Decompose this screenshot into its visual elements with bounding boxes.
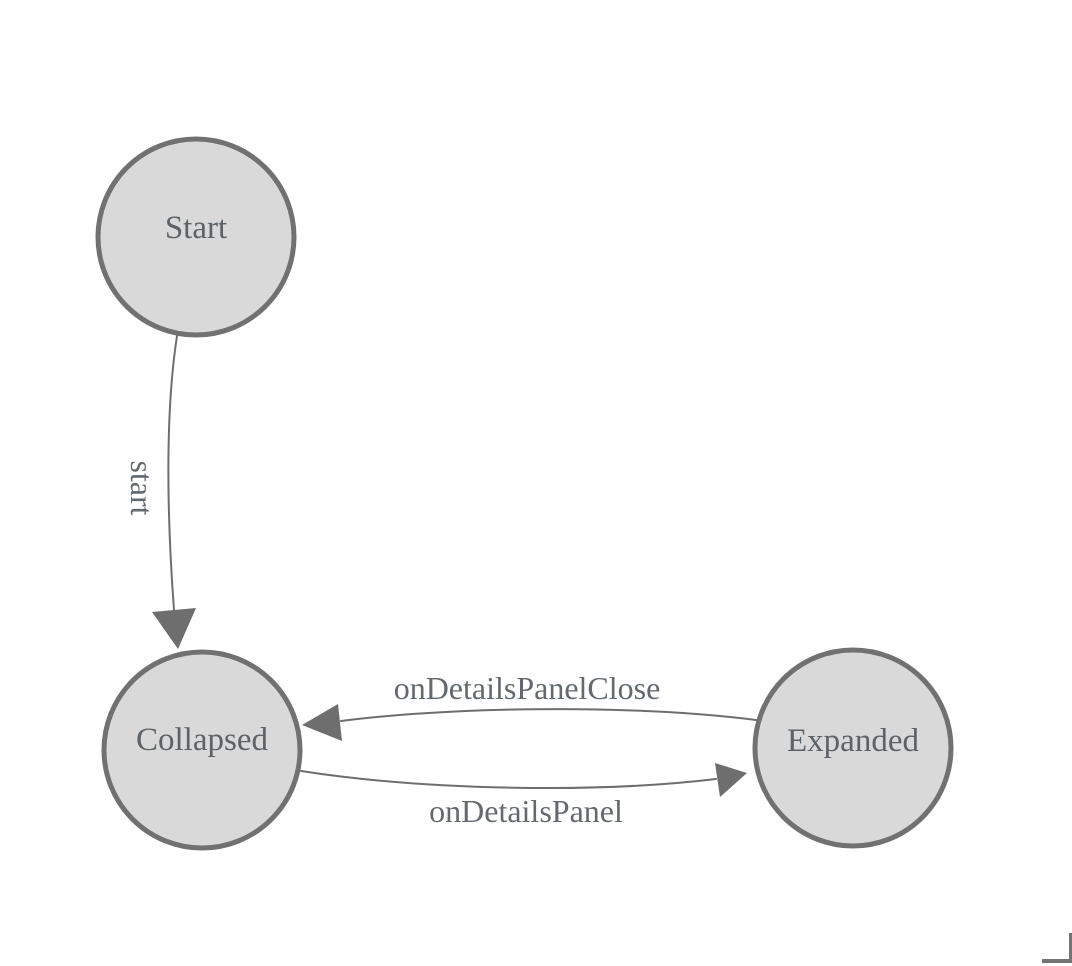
edge-label-start: start: [124, 460, 160, 515]
arrowhead: [715, 763, 747, 797]
arrowhead: [152, 608, 196, 649]
edge-collapsed-to-expanded: onDetailsPanel: [300, 763, 747, 829]
state-circle[interactable]: [95, 136, 297, 338]
edge-path-open[interactable]: [300, 770, 717, 790]
arrowhead: [302, 704, 342, 741]
horizontal-scrollbar-thumb[interactable]: [1042, 959, 1072, 963]
edge-label-on-details-panel: onDetailsPanel: [429, 793, 623, 829]
canvas-corner: [1042, 933, 1072, 963]
edge-start-to-collapsed: start: [124, 335, 196, 649]
edge-label-on-details-panel-close: onDetailsPanelClose: [394, 670, 661, 706]
state-node-start[interactable]: Start: [95, 136, 297, 338]
edge-expanded-to-collapsed: onDetailsPanelClose: [302, 670, 757, 741]
state-circle[interactable]: [101, 649, 303, 851]
edge-path-start[interactable]: [167, 335, 178, 611]
state-label-collapsed: Collapsed: [136, 722, 268, 758]
state-label-expanded: Expanded: [787, 723, 919, 759]
state-node-collapsed[interactable]: Collapsed: [101, 649, 303, 851]
edge-path-close[interactable]: [340, 708, 757, 722]
state-circle[interactable]: [752, 647, 954, 849]
vertical-scrollbar-thumb[interactable]: [1069, 933, 1072, 963]
state-label-start: Start: [165, 210, 227, 246]
state-node-expanded[interactable]: Expanded: [752, 647, 954, 849]
